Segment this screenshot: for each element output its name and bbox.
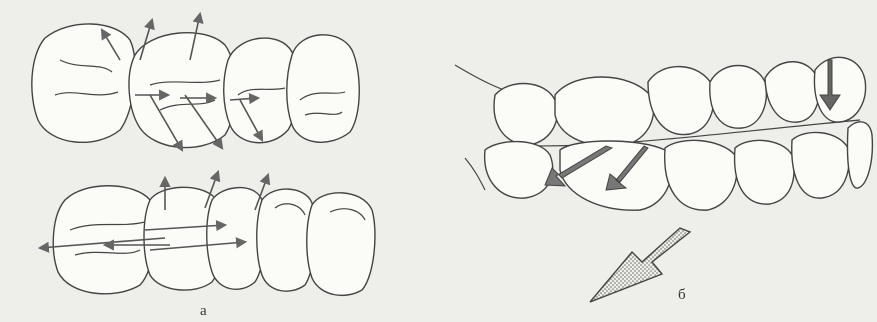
upper-teeth-row-b	[455, 57, 866, 146]
panel-a-label: а	[200, 303, 207, 319]
large-stippled-arrow	[590, 228, 690, 302]
panel-b-label: б	[678, 287, 686, 303]
upper-teeth-row-a	[32, 24, 359, 148]
lower-teeth-row-a	[53, 186, 375, 296]
